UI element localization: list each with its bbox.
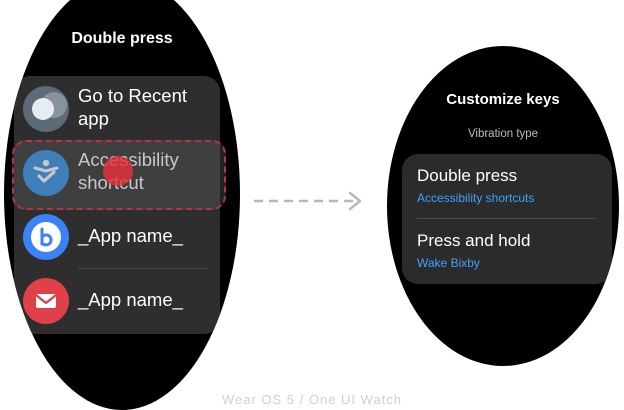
- recent-apps-icon: [23, 86, 69, 132]
- list-item-app-bixby[interactable]: _App name_: [14, 204, 220, 268]
- bixby-icon: [23, 214, 69, 260]
- double-press-setting-title[interactable]: Double press: [417, 166, 518, 185]
- action-list: Go to Recent app Accessibility shortcut: [14, 76, 220, 334]
- accessibility-icon: [23, 150, 69, 196]
- email-icon: [23, 278, 69, 324]
- customize-keys-title: Customize keys: [446, 91, 560, 108]
- list-item-app-email[interactable]: _App name_: [14, 268, 220, 332]
- double-press-title: Double press: [71, 30, 173, 47]
- right-watch-screen: Customize keys Vibration type Double pre…: [387, 46, 619, 366]
- touch-indicator: [103, 156, 133, 186]
- list-item-label: Go to Recent app: [78, 85, 188, 129]
- settings-card: Double press Accessibility shortcuts Pre…: [402, 154, 612, 284]
- left-watch-screen: Double press Go to Recent app Accessibil…: [4, 0, 240, 410]
- footer-caption: Wear OS 5 / One UI Watch: [221, 392, 403, 407]
- list-item-label: _App name_: [78, 289, 183, 310]
- divider: [417, 218, 597, 219]
- list-item-label: _App name_: [78, 225, 183, 246]
- vibration-type-label[interactable]: Vibration type: [467, 128, 539, 140]
- divider: [78, 268, 208, 269]
- press-and-hold-setting-title[interactable]: Press and hold: [417, 231, 531, 250]
- double-press-setting-value: Accessibility shortcuts: [417, 191, 535, 205]
- list-item-recent-app[interactable]: Go to Recent app: [14, 76, 220, 140]
- flow-arrow-icon: [254, 191, 362, 211]
- press-and-hold-setting-value: Wake Bixby: [417, 256, 480, 270]
